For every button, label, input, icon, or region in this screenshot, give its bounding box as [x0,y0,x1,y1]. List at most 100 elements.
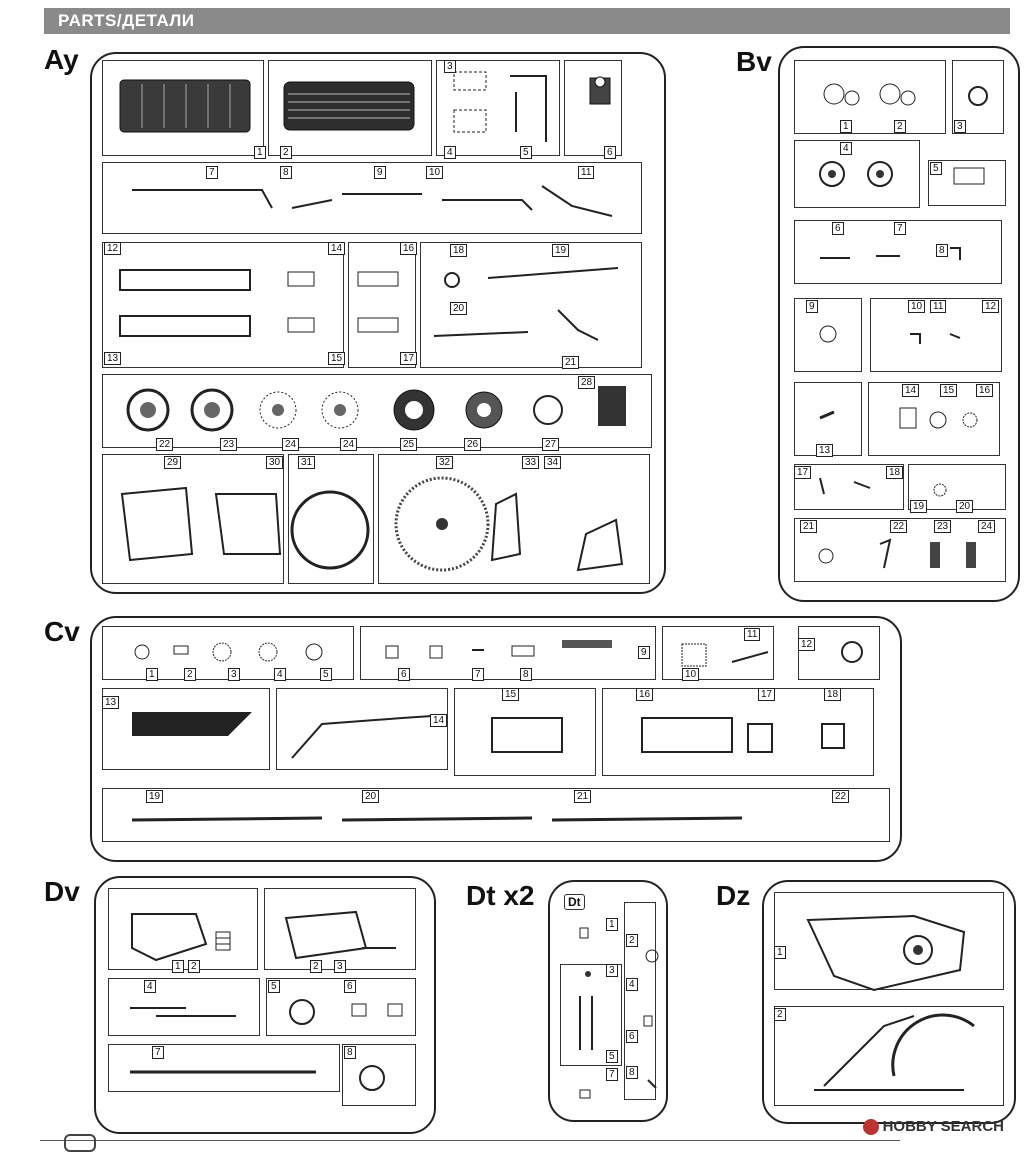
part-number: 27 [542,438,560,451]
engine-deck-parts [130,910,403,1091]
part-number: 20 [450,302,468,315]
part-number: 8 [280,166,292,179]
part-number: 13 [104,352,122,365]
valve-part [589,76,611,105]
part-number: 1 [840,120,852,133]
part-cell [378,454,650,584]
part-number: 1 [146,668,158,681]
frame-part [453,71,487,133]
part-cell [102,162,642,234]
part-number: 22 [156,438,174,451]
part-number: 6 [398,668,410,681]
part-number: 4 [444,146,456,159]
part-cell [794,464,904,510]
part-number: 17 [794,466,812,479]
part-number: 8 [344,1046,356,1059]
part-number: 24 [978,520,996,533]
bracket-part [510,75,547,142]
radiator-grille-part [119,79,251,133]
part-number: 14 [902,384,920,397]
part-number: 8 [936,244,948,257]
part-cell [102,454,284,584]
sprue-d-label: Dv [44,876,80,907]
part-number: 18 [450,244,468,257]
part-number: 16 [636,688,654,701]
sprue-b-frame: Bv 1 2 3 4 5 6 7 8 9 10 11 12 13 14 15 [778,46,1020,602]
part-number: 9 [806,300,818,313]
part-number: 3 [228,668,240,681]
part-number: 25 [400,438,418,451]
part-cell [794,60,946,134]
part-number: 2 [184,668,196,681]
part-number: 17 [400,352,418,365]
footer-rule [40,1140,900,1141]
part-number: 19 [552,244,570,257]
part-cell [774,892,1004,990]
part-number: 4 [626,978,638,991]
sprue-dz-frame: Dz 1 2 [762,880,1016,1124]
part-cell [798,626,880,680]
part-number: 34 [544,456,562,469]
part-cell [348,242,416,368]
part-number: 24 [282,438,300,451]
part-cell [102,242,344,368]
watermark-text: HOBBY SEARCH [882,1118,1004,1135]
sprue-a-label: Ay [44,44,79,75]
part-cell [794,382,862,456]
part-number: 32 [436,456,454,469]
part-number: 9 [638,646,650,659]
part-cell [108,1044,340,1092]
part-number: 11 [578,166,595,179]
watermark: HOBBY SEARCH [862,1118,1004,1136]
part-number: 20 [362,790,380,803]
part-number: 7 [472,668,484,681]
part-number: 24 [340,438,358,451]
part-number: 23 [220,438,238,451]
part-number: 10 [426,166,444,179]
part-number: 5 [930,162,942,175]
part-cell [774,1006,1004,1106]
part-number: 22 [832,790,850,803]
part-number: 21 [562,356,580,369]
sprue-dt-tag: Dt [564,894,585,910]
rod-parts [132,185,613,217]
part-number: 6 [626,1030,638,1043]
fender-parts [806,914,975,1091]
part-number: 14 [328,242,346,255]
part-number: 1 [606,918,618,931]
sprue-b-label: Bv [736,46,772,77]
part-number: 22 [890,520,908,533]
sprue-dz-label: Dz [716,880,751,911]
part-cell [102,788,890,842]
part-number: 3 [334,960,346,973]
part-number: 5 [268,980,280,993]
part-number: 5 [606,1050,618,1063]
section-header: PARTS/ДЕТАЛИ [44,8,1010,34]
sprue-c-frame: Cv 1 2 3 4 5 6 7 8 9 10 11 12 13 14 15 1… [90,616,902,862]
part-number: 7 [206,166,218,179]
part-number: 10 [682,668,700,681]
part-number: 8 [520,668,532,681]
part-number: 3 [954,120,966,133]
part-number: 3 [444,60,456,73]
sprue-dt-frame: Dt 1 2 3 4 5 6 7 8 [548,880,668,1122]
part-number: 7 [152,1046,164,1059]
part-number: 23 [934,520,952,533]
part-number: 2 [280,146,292,159]
part-number: 5 [320,668,332,681]
part-number: 2 [626,934,638,947]
part-number: 13 [816,444,834,457]
grille-part [283,81,415,131]
part-number: 26 [464,438,482,451]
part-number: 20 [956,500,974,513]
part-number: 9 [374,166,386,179]
part-number: 10 [908,300,926,313]
part-number: 12 [104,242,122,255]
sprue-d-frame: Dv 1 2 2 3 4 5 6 7 8 [94,876,436,1134]
frame-rail-parts [119,269,399,337]
part-number: 3 [606,964,618,977]
part-number: 11 [930,300,947,313]
linkage-parts [433,267,619,341]
part-number: 13 [102,696,120,709]
part-number: 16 [976,384,994,397]
